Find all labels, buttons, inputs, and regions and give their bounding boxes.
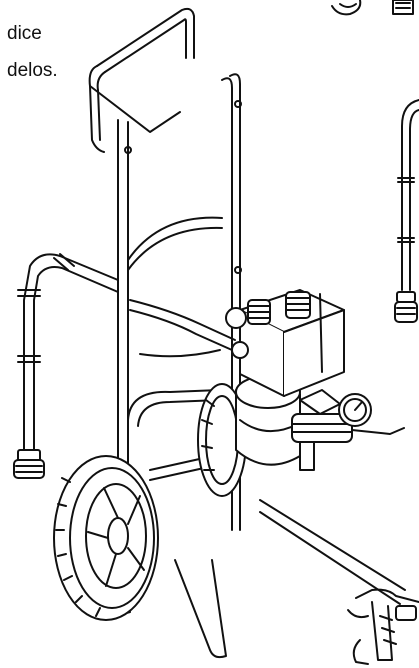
- pump-body-icon: [225, 289, 405, 471]
- side-hose-icon: [13, 253, 119, 479]
- text-fragment-dice: dice: [7, 23, 42, 44]
- rear-wheel-icon: [197, 383, 247, 497]
- spray-gun-icon: [347, 588, 419, 665]
- text-fragment-delos: delos.: [7, 60, 58, 81]
- right-hose-fragment-icon: [394, 99, 419, 323]
- pump-hose-icon: [129, 299, 236, 358]
- top-right-accessory-icon: [331, 0, 414, 16]
- front-wheel-icon: [53, 455, 159, 621]
